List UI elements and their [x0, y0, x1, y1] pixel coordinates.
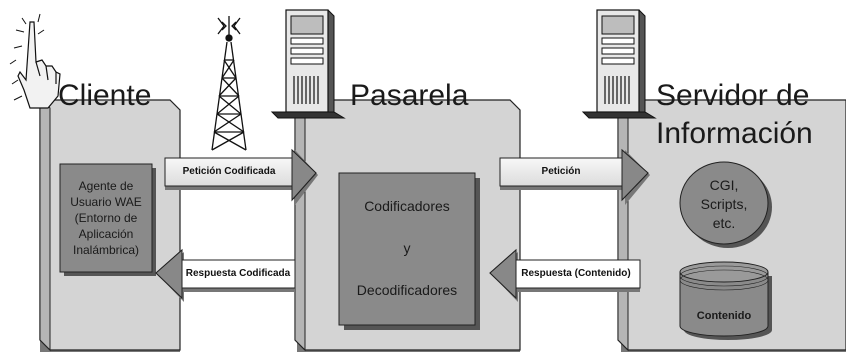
agente-line: Usuario WAE — [70, 195, 142, 209]
cgi-ellipse — [679, 161, 772, 248]
pasarela-title: Pasarela — [350, 79, 469, 112]
cliente-title: Cliente — [58, 79, 152, 112]
respuesta-contenido-label: Respuesta (Contenido) — [521, 268, 631, 279]
servidor-title-line1: Servidor de — [656, 79, 810, 112]
servidor-title-line2: Información — [656, 117, 813, 150]
peticion-codificada-label: Petición Codificada — [182, 166, 276, 177]
respuesta-codificada-label: Respuesta Codificada — [185, 268, 291, 279]
peticion-arrow — [499, 148, 650, 205]
agente-line: Aplicación — [78, 227, 134, 241]
contenido-cylinder — [679, 261, 772, 340]
cgi-line: etc. — [712, 215, 736, 231]
agente-line: (Entorno de — [74, 211, 138, 225]
codificadores-line2: y — [403, 240, 411, 256]
agente-label: Agente de Usuario WAE (Entorno de Aplica… — [60, 178, 152, 258]
hand-icon — [9, 13, 61, 109]
agente-line: Inalámbrica) — [72, 243, 140, 257]
peticion-label: Petición — [541, 166, 581, 177]
agente-box — [59, 163, 156, 276]
respuesta-codificada-arrow — [155, 248, 296, 302]
respuesta-contenido-arrow — [489, 248, 641, 302]
cgi-line: CGI, — [709, 177, 739, 193]
codificadores-line1: Codificadores — [364, 198, 450, 214]
peticion-codificada-arrow — [164, 148, 318, 205]
cgi-label: CGI, Scripts, etc. — [680, 176, 768, 233]
contenido-label: Contenido — [696, 310, 752, 322]
codificadores-line3: Decodificadores — [356, 282, 458, 298]
server-tower-icon — [270, 9, 346, 119]
codificadores-box — [338, 172, 480, 330]
cgi-line: Scripts, — [700, 196, 748, 212]
agente-line: Agente de — [78, 179, 134, 193]
server-tower-icon — [581, 9, 657, 119]
antenna-tower-icon — [211, 16, 247, 151]
